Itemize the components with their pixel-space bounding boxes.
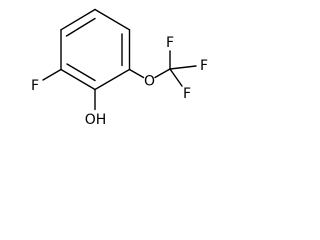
ring-bond-1 [60, 8, 96, 31]
ring-bond-2 [94, 8, 131, 31]
ring-bond-5-inner [66, 63, 96, 82]
ring-bond-5 [60, 68, 96, 91]
cf3-fluorine-top-label: F [166, 35, 174, 51]
c-f-bond [42, 68, 62, 81]
hydroxyl-label: OH [85, 112, 107, 128]
ether-oxygen-label: O [144, 74, 155, 90]
fluorine-atom-label: F [31, 78, 39, 94]
cf3-fluorine-bottom-label: F [183, 86, 191, 102]
molecule-drawing: F OH O F F F [31, 8, 208, 128]
ring-bond-1-inner [65, 17, 96, 37]
structure-diagram: F OH O F F F [0, 0, 222, 133]
o-cf3-bond [154, 68, 171, 79]
c-o-bond [128, 68, 145, 79]
cf3-fluorine-right-label: F [200, 58, 208, 74]
cf3-f-bottom-bond [169, 68, 183, 87]
cf3-f-right-bond [169, 65, 197, 70]
ring-bond-4 [94, 68, 131, 91]
